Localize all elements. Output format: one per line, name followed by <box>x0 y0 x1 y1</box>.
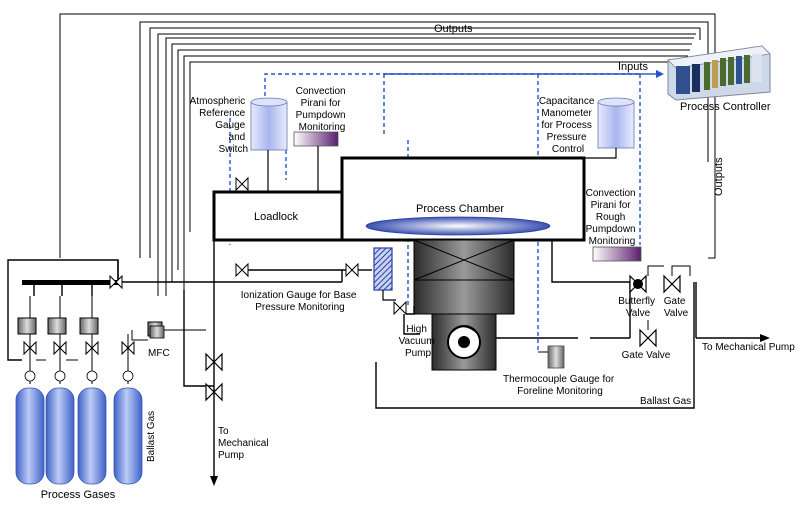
label-inputs: Inputs <box>618 61 648 73</box>
label-ionization-gauge: Ionization Gauge for Base Pressure Monit… <box>241 290 359 313</box>
input-wiring <box>229 73 641 352</box>
small-valves <box>23 176 407 356</box>
label-gate-valve-top: Gate Valve <box>664 296 689 319</box>
label-atmospheric-gauge: Atmospheric Reference Gauge and Switch <box>190 96 248 155</box>
label-ballast-gas-vertical: Ballast Gas <box>146 411 157 462</box>
label-process-controller: Process Controller <box>680 101 771 113</box>
label-capacitance-manometer: Capacitance Manometer for Process Pressu… <box>539 96 597 155</box>
label-butterfly-valve: Butterfly Valve <box>618 296 657 319</box>
label-convection-rough: Convection Pirani for Rough Pumpdown Mon… <box>586 188 639 247</box>
label-loadlock: Loadlock <box>254 211 299 223</box>
convection-pirani-rough <box>592 246 642 262</box>
label-thermocouple: Thermocouple Gauge for Foreline Monitori… <box>503 374 617 397</box>
output-wiring <box>59 13 716 296</box>
convection-pirani-pumpdown <box>293 131 339 147</box>
gas-manifold-bar <box>22 280 122 285</box>
cylinder-gauges <box>24 370 134 382</box>
label-process-gases: Process Gases <box>41 489 116 501</box>
gas-cylinders <box>15 387 143 485</box>
atmospheric-gauge <box>250 101 288 151</box>
mfc-box <box>149 325 165 339</box>
label-mfc: MFC <box>148 348 170 359</box>
valve-actuator-top <box>213 265 691 348</box>
loadlock-box <box>212 190 344 242</box>
gas-sticks <box>8 296 206 384</box>
to-mech-pump-bottom-arrowhead <box>210 476 218 486</box>
capacitance-manometer <box>597 101 635 149</box>
roughing-lines <box>183 240 760 478</box>
butterfly-valve-disk <box>633 279 643 289</box>
ionization-gauge <box>373 247 393 291</box>
label-process-chamber: Process Chamber <box>416 203 504 215</box>
to-mech-pump-right-arrowhead <box>760 334 770 342</box>
label-to-mech-pump-bottom: To Mechanical Pump <box>218 426 271 461</box>
label-outputs-top: Outputs <box>434 23 473 35</box>
thermocouple-gauge <box>547 345 565 369</box>
process-controller <box>667 45 771 101</box>
label-high-vacuum-pump: High Vacuum Pump <box>399 324 438 359</box>
label-to-mech-pump-right: To Mechanical Pump <box>702 342 795 353</box>
label-ballast-gas-right: Ballast Gas <box>640 396 691 407</box>
label-convection-pumpdown: Convection Pirani for Pumpdown Monitorin… <box>296 86 349 133</box>
label-outputs-side: Outputs <box>713 157 725 196</box>
label-gate-valve-mid: Gate Valve <box>622 350 671 361</box>
inputs-arrowhead <box>656 70 664 78</box>
high-vacuum-pump <box>413 239 515 371</box>
wafer-platen <box>365 216 551 236</box>
